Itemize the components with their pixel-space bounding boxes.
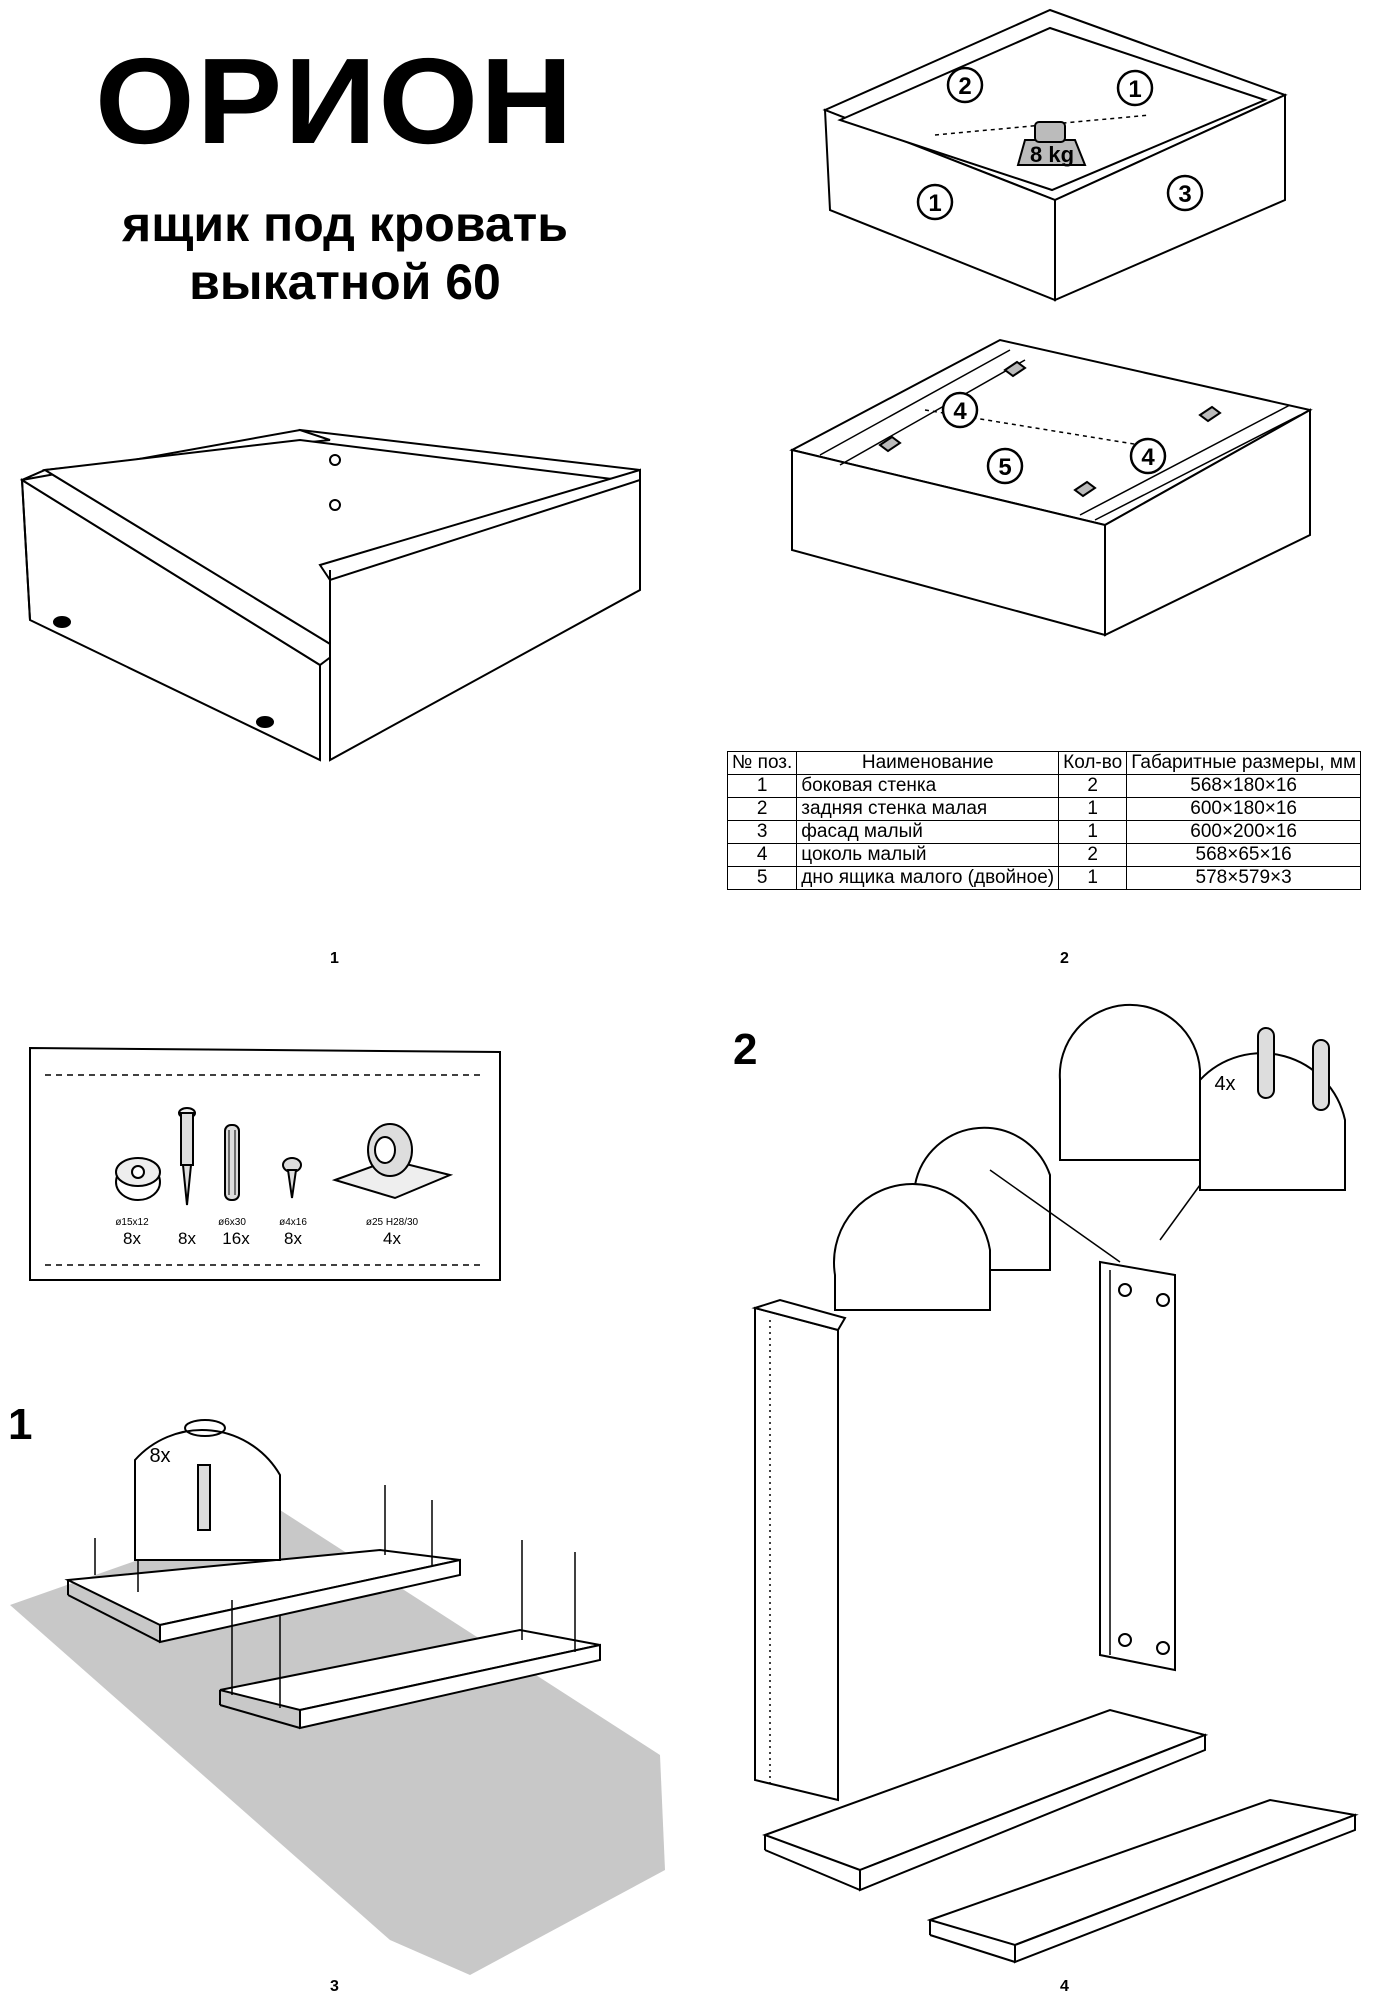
parts-table-header: № поз. Наименование Кол-во Габаритные ра… [726,751,1362,775]
cam-lock-icon [115,1157,161,1201]
parts-table: № поз. Наименование Кол-во Габаритные ра… [726,751,1362,890]
cell-pos: 3 [726,820,798,844]
cell-pos: 2 [726,797,798,821]
cell-qty: 2 [1058,843,1128,867]
cell-pos: 4 [726,843,798,867]
step-2-count: 4x [1214,1073,1235,1095]
cell-pos: 1 [726,774,798,798]
weight-label: 8 kg [1030,142,1074,167]
cell-name: цоколь малый [796,843,1060,867]
screw-icon [282,1157,302,1199]
hardware-count-2: 16x [222,1229,250,1248]
hardware-bag-illustration [29,1046,501,1281]
table-row: 5 дно ящика малого (двойное) 1 578×579×3 [726,866,1362,890]
part-callout-1a: 1 [1128,76,1141,103]
caster-wheel-icon [331,1123,454,1200]
dowel-icon [224,1124,240,1201]
cell-size: 600×200×16 [1126,820,1362,844]
cell-name: задняя стенка малая [796,797,1060,821]
page-number-1: 1 [330,950,339,967]
col-qty: Кол-во [1058,751,1128,775]
col-size: Габаритные размеры, мм [1126,751,1362,775]
cell-qty: 1 [1058,866,1128,890]
step-1-count: 8x [149,1445,170,1467]
assembled-drawer-illustration [19,428,641,762]
hardware-spec-3: ø4x16 [279,1217,307,1228]
cell-size: 568×180×16 [1126,774,1362,798]
hardware-spec-4: ø25 H28/30 [366,1217,419,1228]
step-1-illustration [10,1419,665,1975]
part-callout-4b: 4 [1141,444,1155,471]
subtitle-line-1: ящик под кровать [122,196,568,252]
cell-qty: 2 [1058,774,1128,798]
cell-name: боковая стенка [796,774,1060,798]
cell-name: фасад малый [796,820,1060,844]
page-number-4: 4 [1060,1978,1069,1995]
hardware-count-4: 4x [383,1229,401,1248]
page-number-2: 2 [1060,950,1069,967]
part-callout-2: 2 [958,73,971,100]
cell-size: 568×65×16 [1126,843,1362,867]
page-number-3: 3 [330,1978,339,1995]
part-callout-5: 5 [998,454,1011,481]
hardware-count-3: 8x [284,1229,302,1248]
drawer-bottom-view-illustration [789,338,1313,637]
col-pos: № поз. [726,751,798,775]
cell-qty: 1 [1058,820,1128,844]
step-1-number: 1 [8,1400,33,1449]
table-row: 4 цоколь малый 2 568×65×16 [726,843,1362,867]
part-callout-3: 3 [1178,181,1191,208]
table-row: 1 боковая стенка 2 568×180×16 [726,774,1362,798]
cell-name: дно ящика малого (двойное) [796,866,1060,890]
cell-size: 578×579×3 [1126,866,1362,890]
table-row: 2 задняя стенка малая 1 600×180×16 [726,797,1362,821]
part-callout-1b: 1 [928,190,941,217]
col-name: Наименование [796,751,1060,775]
step-2-illustration [751,1003,1359,1964]
cell-size: 600×180×16 [1126,797,1362,821]
cam-bolt-icon [178,1107,196,1206]
cell-pos: 5 [726,866,798,890]
hardware-spec-0: ø15x12 [115,1217,149,1228]
part-callout-4a: 4 [953,398,967,425]
subtitle-line-2: выкатной 60 [189,254,501,310]
product-subtitle: ящик под кровать выкатной 60 [95,195,595,311]
step-2-number: 2 [733,1025,758,1074]
hardware-count-1: 8x [178,1229,196,1248]
hardware-count-0: 8x [123,1229,141,1248]
product-title: ОРИОН [95,33,575,169]
part-callouts [916,66,1204,485]
hardware-spec-2: ø6x30 [218,1217,246,1228]
table-row: 3 фасад малый 1 600×200×16 [726,820,1362,844]
cell-qty: 1 [1058,797,1128,821]
